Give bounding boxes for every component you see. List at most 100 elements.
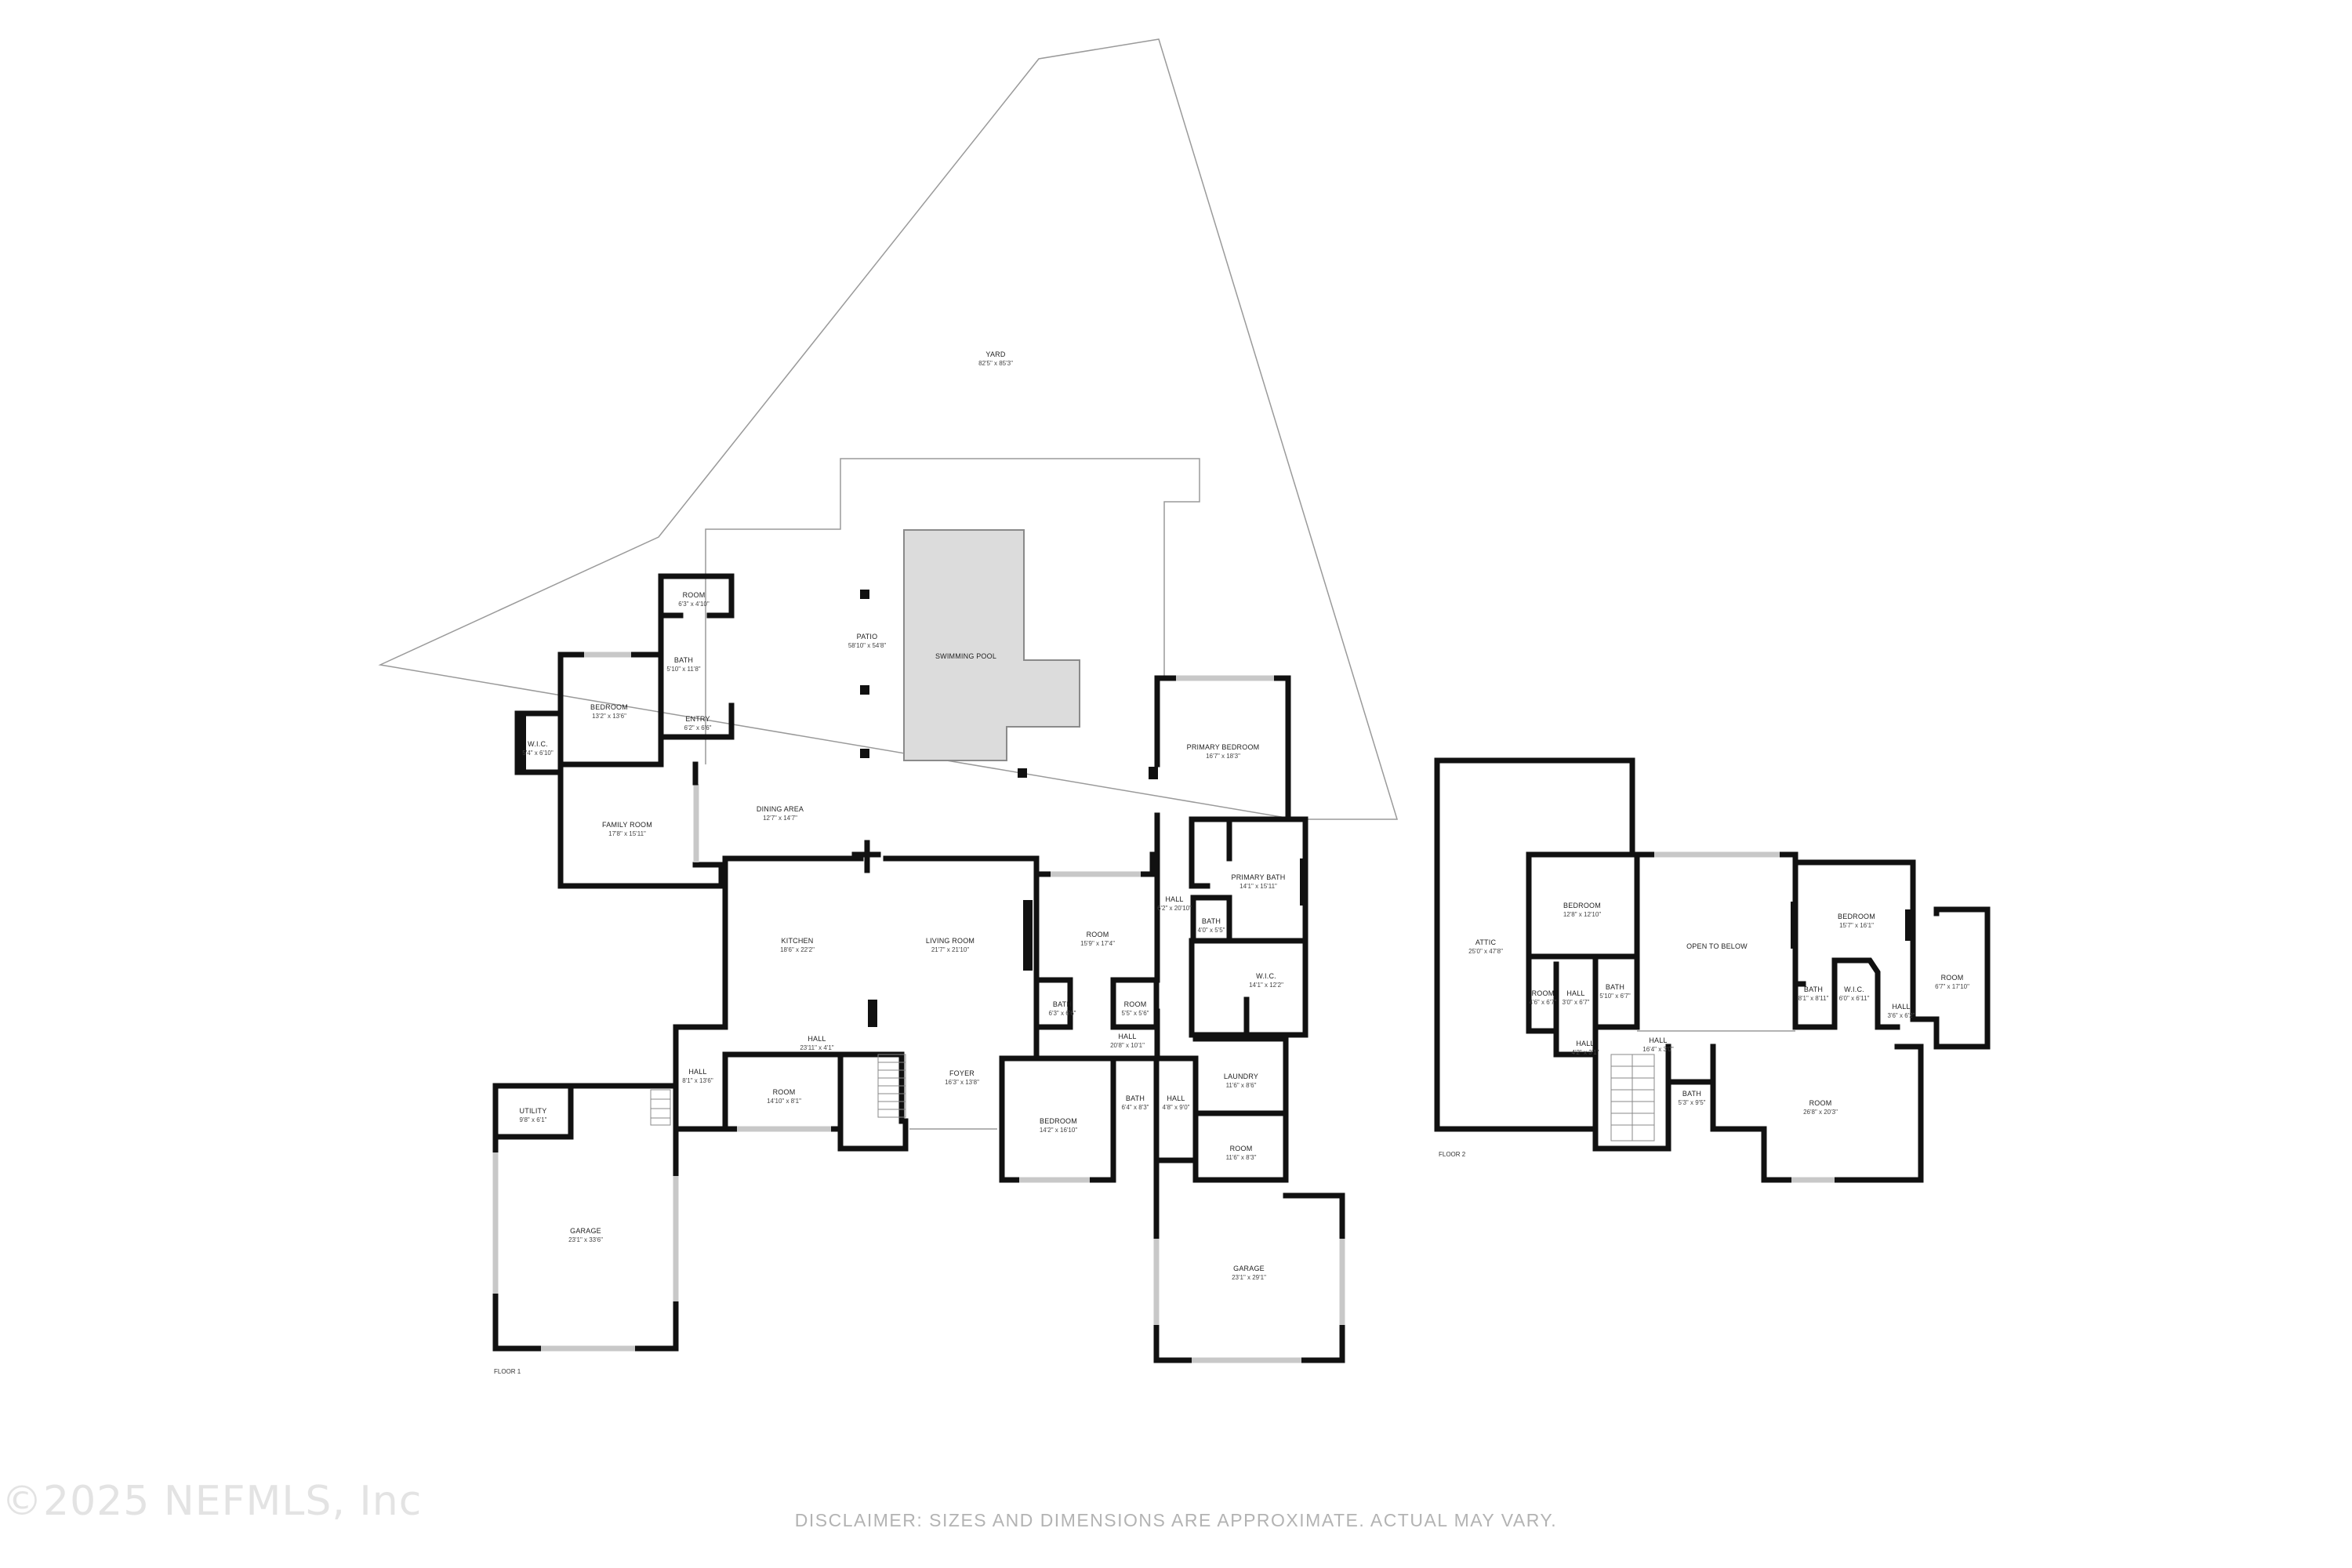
room-dimensions: 20'8" x 10'1" — [1110, 1042, 1145, 1049]
room-dimensions: 6'3" x 6'6" — [1049, 1010, 1076, 1017]
room-dimensions: 5'3" x 9'5" — [1679, 1099, 1706, 1106]
wall — [722, 1051, 909, 1152]
room-dimensions: 12'7" x 14'7" — [763, 815, 797, 822]
room-name: LAUNDRY — [1224, 1073, 1258, 1080]
room-dimensions: 58'10" x 54'8" — [848, 642, 886, 649]
room-dimensions: 23'11" x 4'1" — [800, 1044, 833, 1051]
wall — [1792, 859, 1916, 916]
yard-boundary — [378, 38, 1399, 820]
wall — [658, 573, 735, 619]
room-name: ROOM — [1087, 931, 1109, 938]
floor-2-plan: FLOOR 2 ATTIC 25'0" x 47'8" BEDROOM 12'8… — [1434, 757, 1991, 1183]
floor-1-label: FLOOR 1 — [494, 1368, 521, 1375]
room-dimensions: 14'10" x 8'1" — [767, 1098, 801, 1105]
room-dimensions: 4'6" x 6'7" — [1530, 999, 1557, 1006]
wall — [658, 612, 735, 740]
room-dimensions: 5'4" x 6'10" — [522, 750, 554, 757]
room-dimensions: 5'5" x 5'6" — [1122, 1010, 1149, 1017]
steps — [650, 1089, 671, 1126]
column — [868, 1000, 877, 1027]
room-name: PATIO — [857, 633, 878, 641]
room-dimensions: 12'8" x 12'10" — [1563, 911, 1601, 918]
patio-outline — [705, 458, 1200, 764]
room-name: LIVING ROOM — [926, 937, 975, 945]
room-name: HALL — [1566, 989, 1584, 997]
room-name: BATH — [1053, 1000, 1072, 1008]
room-dimensions: 16'7" x 18'3" — [1206, 753, 1240, 760]
room-name: DINING AREA — [757, 805, 804, 813]
room-dimensions: 82'5" x 85'3" — [978, 360, 1013, 367]
staircase — [1610, 1054, 1655, 1142]
wall — [1910, 906, 1991, 1050]
patio-post — [1018, 768, 1027, 778]
room-name: FAMILY ROOM — [602, 821, 652, 829]
wall — [1033, 851, 1156, 877]
room-name: BATH — [1202, 917, 1221, 925]
room-dimensions: 23'1" x 33'6" — [568, 1236, 603, 1243]
room-dimensions: 18'6" x 22'2" — [780, 946, 815, 953]
column — [1149, 767, 1158, 779]
wall — [1434, 757, 1635, 1132]
room-dimensions: 5'10" x 6'7" — [1599, 993, 1631, 1000]
room-dimensions: 6'2" x 6'6" — [684, 724, 712, 731]
column — [1905, 909, 1914, 941]
room-dimensions: 21'7" x 21'10" — [931, 946, 969, 953]
room-dimensions: 17'8" x 15'11" — [608, 830, 646, 837]
room-dimensions: 15'9" x 17'4" — [1080, 940, 1115, 947]
room-name: BATH — [1606, 983, 1624, 991]
room-name: UTILITY — [520, 1107, 547, 1115]
room-dimensions: 6'2" x 20'10" — [1157, 905, 1192, 912]
room-dimensions: 5'10" x 11'8" — [666, 666, 700, 673]
wall — [837, 1051, 905, 1124]
room-dimensions: 15'7" x 16'1" — [1839, 922, 1874, 929]
wall — [1190, 895, 1232, 944]
swimming-pool — [903, 529, 1080, 761]
room-dimensions: 8'1" x 13'6" — [682, 1077, 713, 1084]
room-name: BATH — [1804, 985, 1823, 993]
wall — [1665, 1044, 1716, 1085]
column — [1023, 900, 1033, 971]
room-name: KITCHEN — [782, 937, 814, 945]
room-name: GARAGE — [570, 1227, 601, 1235]
room-name: W.I.C. — [528, 740, 548, 748]
room-dimensions: 6'7" x 17'10" — [1935, 983, 1969, 990]
room-dimensions: 9'8" x 6'1" — [520, 1116, 547, 1123]
room-name: BATH — [674, 656, 693, 664]
wall — [1792, 957, 1900, 1030]
room-name: OPEN TO BELOW — [1686, 942, 1748, 950]
room-name: BEDROOM — [1838, 913, 1875, 920]
room-name: BATH — [1682, 1090, 1701, 1098]
room-name: HALL — [1165, 895, 1183, 903]
room-name: FOYER — [949, 1069, 975, 1077]
room-name: GARAGE — [1233, 1265, 1265, 1272]
floor-2-label: FLOOR 2 — [1439, 1151, 1466, 1158]
room-dimensions: 6'0" x 6'11" — [1839, 995, 1870, 1002]
room-dimensions: 4'8" x 9'0" — [1163, 1104, 1190, 1111]
room-name: W.I.C. — [1844, 985, 1864, 993]
room-name: ENTRY — [685, 715, 710, 723]
patio-post — [860, 685, 869, 695]
wall — [492, 1083, 574, 1140]
room-name: BEDROOM — [1040, 1117, 1077, 1125]
column — [1791, 902, 1798, 949]
room-dimensions: 4'0" x 5'5" — [1198, 927, 1225, 934]
room-name: HALL — [1576, 1040, 1594, 1047]
wall — [1189, 938, 1308, 1038]
room-dimensions: 14'2" x 16'10" — [1040, 1127, 1077, 1134]
room-name: ROOM — [1941, 974, 1964, 982]
room-dimensions: 6'4" x 8'3" — [1122, 1104, 1149, 1111]
wall — [673, 855, 728, 1132]
wall — [1710, 1044, 1924, 1183]
room-name: HALL — [1118, 1033, 1136, 1040]
room-name: HALL — [808, 1035, 826, 1043]
wall — [1592, 1044, 1671, 1152]
room-name: HALL — [1167, 1094, 1185, 1102]
room-dimensions: 11'6" x 8'3" — [1226, 1154, 1257, 1161]
room-dimensions: 3'6" x 6'2" — [1888, 1012, 1915, 1019]
room-dimensions: 3'0" x 6'7" — [1563, 999, 1590, 1006]
column — [1300, 858, 1307, 906]
wall — [1189, 816, 1210, 889]
room-dimensions: 26'8" x 20'3" — [1803, 1109, 1838, 1116]
room-name: HALL — [688, 1068, 706, 1076]
